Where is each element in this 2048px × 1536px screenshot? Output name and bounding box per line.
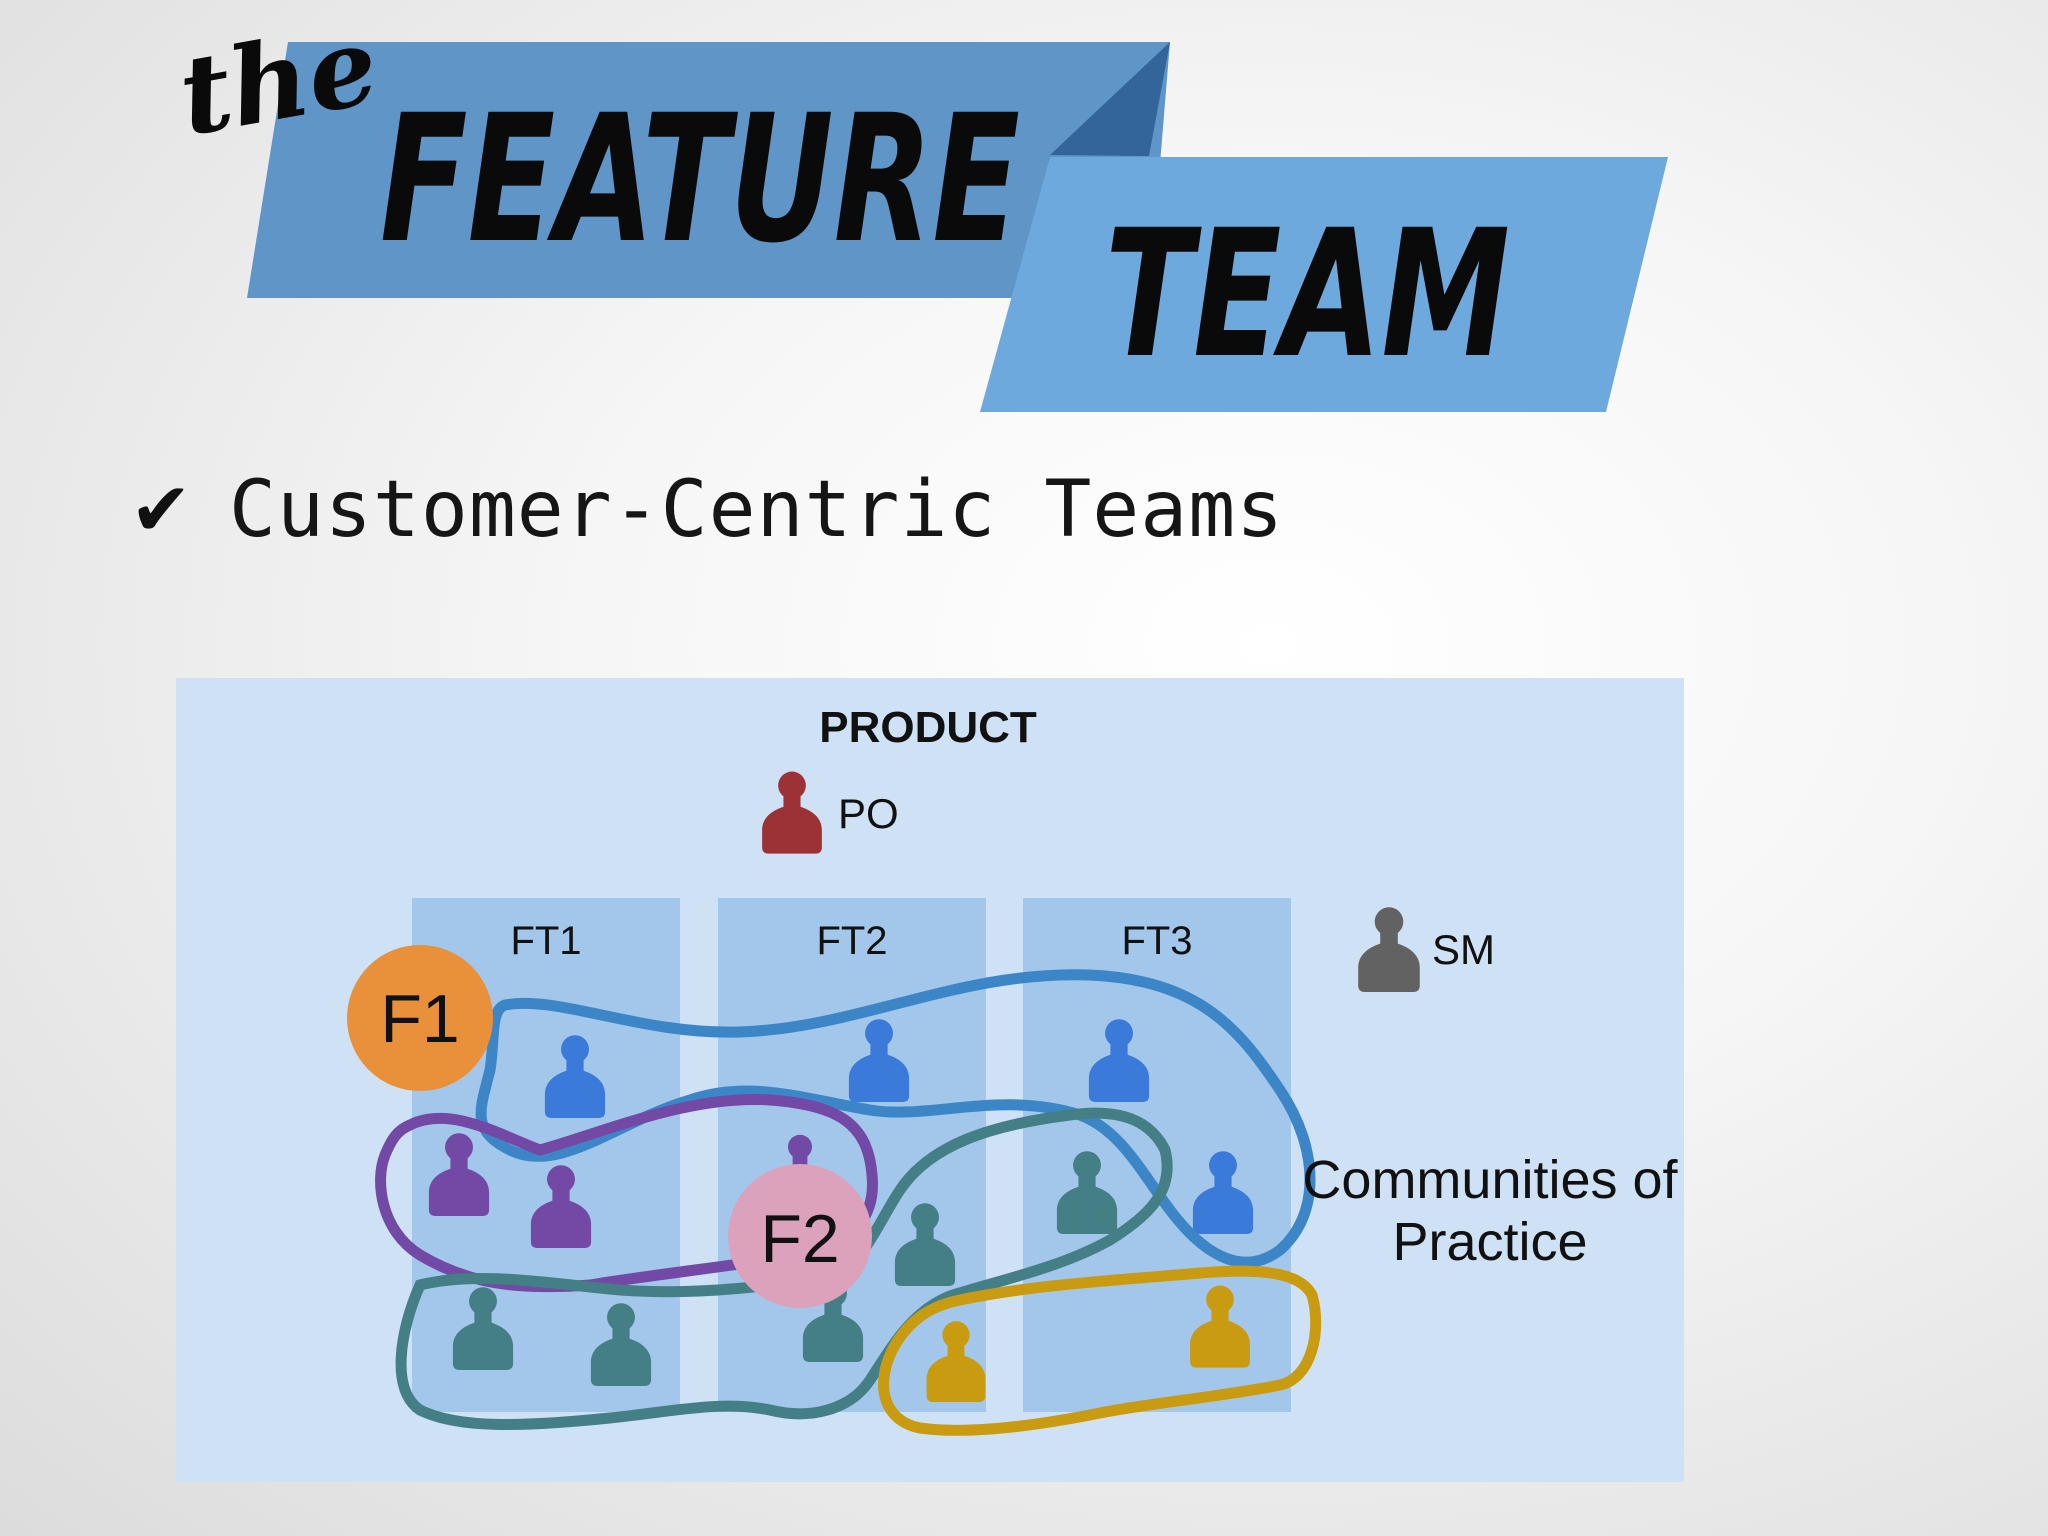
- banner-team: [980, 157, 1668, 412]
- product-heading: PRODUCT: [819, 703, 1037, 752]
- feature-label-f1: F1: [380, 981, 459, 1057]
- bullet-text: Customer-Centric Teams: [229, 465, 1285, 555]
- title-line-2: TEAM: [1105, 192, 1510, 397]
- sm-label: SM: [1432, 926, 1495, 973]
- feature-circle-f1: [347, 945, 493, 1091]
- title-line-1: FEATURE: [380, 77, 1020, 282]
- community-outline-gold: [878, 1265, 1322, 1436]
- po-label: PO: [838, 790, 899, 837]
- community-outline-blue: [475, 969, 1316, 1268]
- bullet-line: ✔ Customer-Centric Teams: [130, 455, 1284, 565]
- team-label-ft3: FT3: [1121, 919, 1192, 963]
- team-label-ft2: FT2: [816, 919, 887, 963]
- banner-fold: [1050, 42, 1170, 156]
- check-icon: ✔: [130, 467, 194, 553]
- communities-label-line-2: Practice: [1392, 1212, 1587, 1272]
- team-label-ft1: FT1: [510, 919, 581, 963]
- communities-label-line-1: Communities of: [1302, 1150, 1678, 1210]
- feature-circle-f2: [728, 1164, 872, 1308]
- banner-feature: [247, 42, 1170, 298]
- feature-label-f2: F2: [760, 1201, 839, 1277]
- title-banner: the FEATURE TEAM: [171, 2, 1668, 412]
